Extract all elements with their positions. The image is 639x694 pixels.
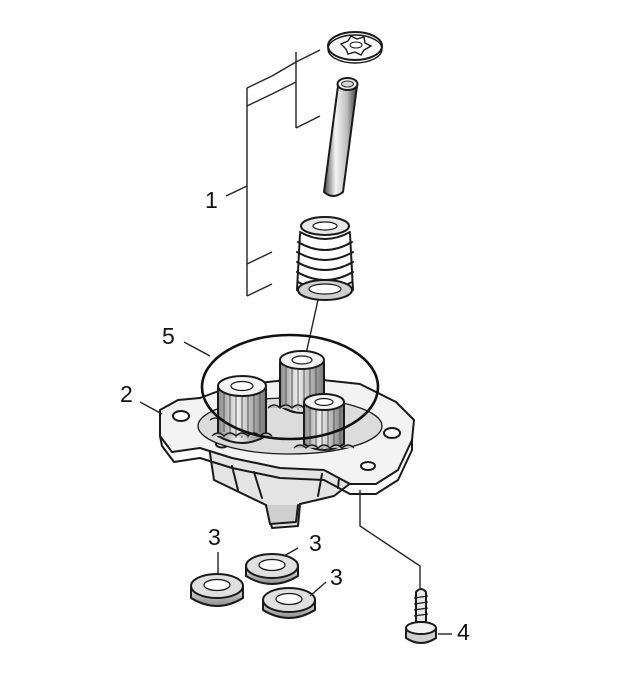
piston-rod bbox=[323, 77, 359, 197]
callout-3-top: 3 bbox=[309, 530, 322, 556]
callout-3-left: 3 bbox=[208, 524, 221, 550]
seal-ring-right bbox=[262, 587, 316, 619]
gear-left bbox=[211, 375, 273, 444]
callout-4: 4 bbox=[457, 619, 470, 645]
part-1-bracket bbox=[225, 49, 321, 297]
star-lock-washer bbox=[327, 31, 383, 64]
callout-1: 1 bbox=[205, 187, 218, 213]
coil-spring bbox=[296, 216, 354, 301]
seal-ring-left bbox=[190, 573, 244, 607]
leader-lines bbox=[139, 341, 452, 635]
o-ring bbox=[200, 333, 380, 441]
seal-ring-top bbox=[245, 553, 299, 585]
gear-right bbox=[293, 393, 355, 451]
assembly-axis-line bbox=[305, 299, 319, 355]
self-tapping-screw bbox=[405, 588, 437, 644]
callout-5: 5 bbox=[162, 323, 175, 349]
callout-2: 2 bbox=[120, 381, 133, 407]
callout-3-right: 3 bbox=[330, 564, 343, 590]
